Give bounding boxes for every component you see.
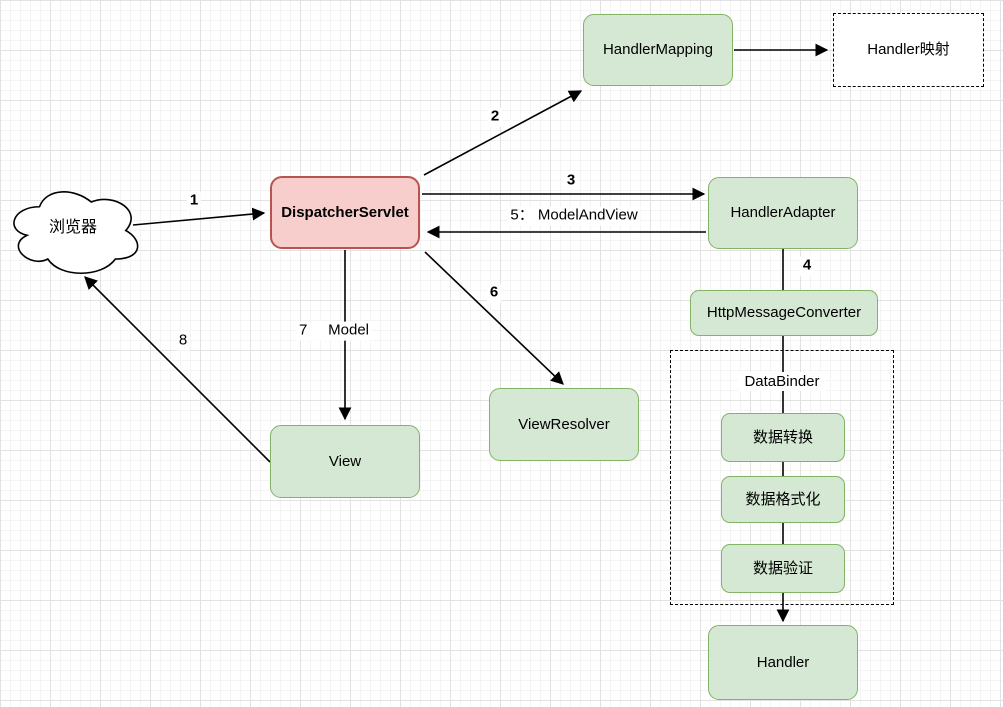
- edge-1-browser-to-dispatcher: [132, 207, 266, 226]
- edge-6-dispatcher-to-viewresolver: [424, 251, 564, 385]
- node-view: View: [270, 425, 420, 498]
- browser-cloud-shape: [13, 191, 139, 275]
- node-dispatcher-servlet-label: DispatcherServlet: [281, 203, 409, 221]
- node-data-conversion-label: 数据转换: [752, 428, 813, 446]
- edge-8-view-to-browser: [84, 276, 271, 463]
- edge-label-step-5: 5： ModelAndView: [507, 206, 641, 226]
- edge-label-step-7: 7 Model: [295, 321, 373, 341]
- node-http-message-converter-label: HttpMessageConverter: [706, 304, 862, 321]
- node-data-validation: 数据验证: [721, 544, 845, 593]
- group-data-binder-label: DataBinder: [738, 372, 826, 391]
- edge-label-step-8: 8: [175, 331, 191, 351]
- node-browser-label: 浏览器: [48, 219, 97, 236]
- node-dispatcher-servlet: DispatcherServlet: [270, 176, 420, 249]
- edge-label-step-2: 2: [487, 107, 503, 127]
- group-data-binder-title: DataBinder: [671, 372, 893, 391]
- node-handler-mapping-label: HandlerMapping: [602, 41, 714, 58]
- node-data-validation-label: 数据验证: [752, 559, 813, 577]
- node-handler-adapter: HandlerAdapter: [708, 177, 858, 249]
- node-handler-mapping-target: Handler映射: [833, 13, 984, 87]
- node-view-resolver: ViewResolver: [489, 388, 639, 461]
- edge-label-step-6: 6: [486, 283, 502, 303]
- node-handler: Handler: [708, 625, 858, 700]
- node-data-formatting-label: 数据格式化: [745, 490, 821, 508]
- edge-2-dispatcher-to-handlermapping: [423, 90, 583, 176]
- edge-label-step-3: 3: [563, 171, 579, 191]
- node-handler-mapping-target-label: Handler映射: [867, 41, 950, 58]
- node-handler-adapter-label: HandlerAdapter: [730, 204, 836, 221]
- node-http-message-converter: HttpMessageConverter: [690, 290, 878, 336]
- node-handler-label: Handler: [756, 653, 810, 671]
- node-handler-mapping: HandlerMapping: [583, 14, 733, 86]
- node-data-formatting: 数据格式化: [721, 476, 845, 523]
- edge-label-step-1: 1: [186, 191, 202, 211]
- node-view-resolver-label: ViewResolver: [518, 415, 610, 433]
- node-view-label: View: [328, 452, 362, 470]
- group-data-binder: DataBinder: [670, 350, 894, 605]
- edge-label-step-4: 4: [799, 256, 815, 276]
- node-data-conversion: 数据转换: [721, 413, 845, 462]
